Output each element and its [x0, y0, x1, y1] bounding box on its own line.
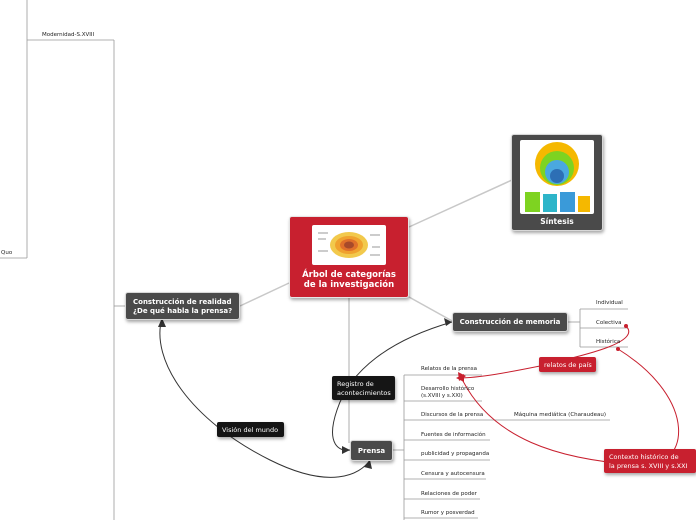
maquina-mediatica[interactable]: Máquina mediática (Charaudeau)	[514, 412, 607, 418]
prensa-fuentes[interactable]: Fuentes de información	[421, 432, 486, 438]
arrowhead	[364, 460, 372, 469]
construccion-memoria-node[interactable]: Construcción de memoria	[452, 312, 568, 332]
central-title-line2: de la investigación	[303, 280, 395, 290]
venn-diagram-icon	[525, 142, 590, 212]
prensa-rumor[interactable]: Rumor y posverdad	[421, 510, 475, 516]
link-central-memoria	[408, 296, 455, 323]
relation-vision	[159, 317, 371, 478]
central-topic[interactable]: Árbol de categorías de la investigación	[289, 216, 409, 298]
contexto-line1: Contexto histórico de	[609, 453, 679, 461]
arrowhead	[158, 318, 166, 327]
prensa-desarrollo-historico[interactable]: Desarrollo histórico (s.XVIII y s.XXI)	[421, 386, 474, 399]
contexto-historico-label[interactable]: Contexto histórico de la prensa s. XVIII…	[604, 449, 696, 473]
construccion-realidad-node[interactable]: Construcción de realidad ¿De qué habla l…	[125, 292, 240, 320]
relatos-pais-label[interactable]: relatos de país	[539, 357, 596, 372]
realidad-line1: Construcción de realidad	[133, 298, 232, 306]
realidad-line2: ¿De qué habla la prensa?	[133, 306, 233, 315]
memoria-historica[interactable]: Histórica	[596, 339, 621, 345]
arrowhead	[342, 446, 350, 454]
link-central-sintesis	[408, 179, 513, 228]
registro-acontecimientos-label[interactable]: Registro de acontecimientos	[332, 376, 395, 400]
prensa-relaciones-poder[interactable]: Relaciones de poder	[421, 491, 477, 497]
anchor-dot	[616, 347, 620, 351]
label-modernidad[interactable]: Modernidad-S.XVIII	[42, 32, 95, 38]
registro-line1: Registro de	[337, 380, 374, 388]
desarrollo-line2: (s.XVIII y s.XXI)	[421, 392, 463, 399]
sintesis-thumbnail	[520, 140, 594, 214]
prensa-relatos[interactable]: Relatos de la prensa	[421, 366, 477, 372]
desarrollo-line1: Desarrollo histórico	[421, 386, 475, 392]
central-title-line1: Árbol de categorías	[302, 270, 396, 280]
prensa-publicidad[interactable]: publicidad y propaganda	[421, 451, 490, 457]
contexto-line2: la prensa s. XVIII y s.XXI	[609, 461, 688, 470]
target-diagram-icon	[318, 232, 380, 258]
anchor-dot	[624, 324, 628, 328]
sintesis-label: Síntesis	[540, 217, 574, 226]
sintesis-node[interactable]: Síntesis	[511, 134, 603, 231]
prensa-censura[interactable]: Censura y autocensura	[421, 471, 485, 477]
memoria-individual[interactable]: Individual	[596, 300, 623, 306]
link-central-realidad	[239, 282, 290, 307]
prensa-discursos[interactable]: Discursos de la prensa	[421, 412, 484, 418]
arrowhead	[444, 318, 452, 326]
vision-mundo-label[interactable]: Visión del mundo	[217, 422, 284, 437]
registro-line2: acontecimientos	[337, 388, 391, 397]
arrowhead	[458, 372, 466, 381]
prensa-node[interactable]: Prensa	[350, 440, 393, 461]
central-thumbnail	[312, 225, 386, 265]
label-quo[interactable]: Quo	[1, 250, 13, 256]
memoria-colectiva[interactable]: Colectiva	[596, 320, 622, 326]
